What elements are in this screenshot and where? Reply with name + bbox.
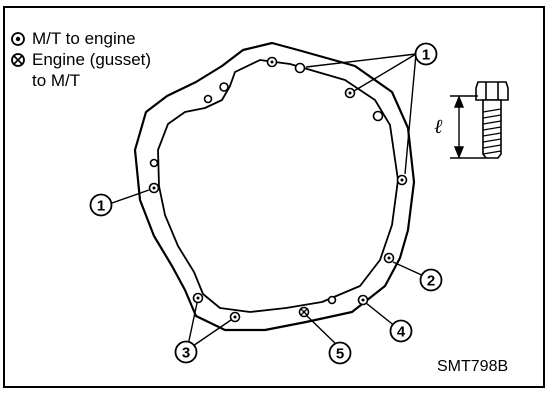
callout-3-label: 3 — [182, 345, 190, 362]
bolt-hole-top-left-2 — [203, 94, 213, 104]
gusset-bolt-hole — [298, 306, 310, 318]
legend-text-to-mt: to M/T — [32, 71, 81, 90]
gasket-outer-outline — [133, 41, 416, 332]
length-dimension-label: ℓ — [434, 116, 443, 138]
legend-item-engine-to-mt: Engine (gusset) — [10, 49, 151, 70]
bolt-hole-top-left-1 — [219, 82, 229, 92]
callout-1-top-label: 1 — [422, 47, 430, 64]
legend-text-engine-gusset: Engine (gusset) — [32, 50, 152, 69]
bolt-hole-top-2 — [294, 62, 306, 74]
bolt-threads — [482, 108, 502, 155]
legend-item-engine-to-mt-cont: to M/T — [10, 70, 151, 91]
gasket-inner-outline — [157, 59, 399, 313]
cross-circle-icon — [11, 52, 25, 67]
legend-item-mt-to-engine: M/T to engine — [10, 28, 151, 49]
callout-4: 4 — [389, 319, 413, 343]
callout-5-label: 5 — [336, 346, 344, 363]
callout-1-left: 1 — [89, 193, 113, 217]
callout-1-left-label: 1 — [97, 198, 105, 215]
bolt-illustration — [475, 81, 509, 159]
callout-3: 3 — [174, 340, 198, 364]
bolt-hole-left-upper — [149, 158, 159, 168]
legend: M/T to engine Engine (gusset) to M/T — [10, 28, 151, 91]
bolt-hole-centers — [152, 60, 404, 319]
bolt-head — [475, 81, 509, 101]
legend-text-mt-to-engine: M/T to engine — [32, 29, 136, 48]
dot-circle-icon — [11, 31, 25, 46]
bolt-hole-bottom-mid — [327, 295, 337, 305]
callout-1-top: 1 — [414, 42, 438, 66]
figure-code: SMT798B — [437, 358, 509, 375]
bolt-hole-right-1 — [372, 110, 384, 122]
callout-2: 2 — [419, 268, 443, 292]
bolt-holes — [148, 56, 408, 323]
length-dimension — [450, 95, 486, 159]
callout-4-label: 4 — [397, 324, 406, 341]
leader-lines — [111, 53, 427, 351]
callout-2-label: 2 — [427, 273, 435, 290]
callout-5: 5 — [328, 341, 352, 365]
